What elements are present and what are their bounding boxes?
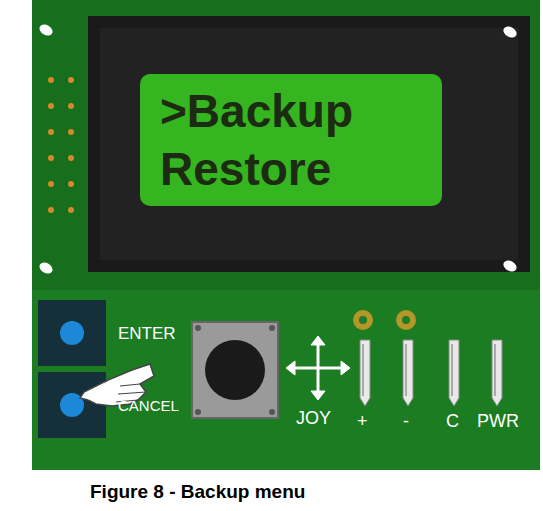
lcd-module bbox=[88, 16, 530, 272]
test-points bbox=[353, 310, 416, 330]
button-label: CANCEL bbox=[118, 398, 179, 413]
figure-caption: Figure 8 - Backup menu bbox=[90, 481, 305, 503]
lcd-screen bbox=[140, 74, 442, 206]
board-upper bbox=[32, 0, 540, 290]
lcd-display: >BackupRestore bbox=[160, 82, 353, 198]
enter-button bbox=[38, 300, 106, 366]
menu-line: Restore bbox=[160, 140, 353, 198]
pin-label: - bbox=[403, 412, 409, 430]
pin-label: C bbox=[446, 412, 459, 430]
connector-pins bbox=[360, 340, 502, 406]
circuit-board bbox=[32, 0, 540, 470]
button-label: ENTER bbox=[118, 325, 176, 342]
joystick-label: JOY bbox=[296, 409, 331, 427]
direction-arrows bbox=[286, 336, 350, 400]
joystick bbox=[192, 322, 278, 418]
pin-label: + bbox=[357, 412, 368, 430]
cancel-button bbox=[38, 372, 106, 438]
mount-holes bbox=[37, 22, 518, 276]
pin-header bbox=[48, 77, 74, 213]
lcd-bezel bbox=[100, 28, 518, 260]
menu-line: >Backup bbox=[160, 82, 353, 140]
pin-label: PWR bbox=[477, 412, 519, 430]
